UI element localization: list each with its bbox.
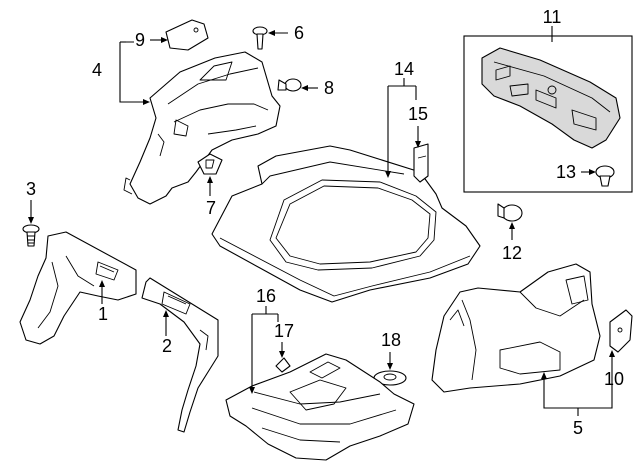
part-4-upper-trim xyxy=(123,51,281,205)
part-2-pillar-trim xyxy=(141,277,219,433)
callout-4: 4 xyxy=(91,60,103,80)
callout-16: 16 xyxy=(255,286,277,306)
part-3-bolt xyxy=(22,224,40,247)
callout-5: 5 xyxy=(572,418,584,438)
callout-6: 6 xyxy=(293,23,305,43)
part-5-right-trim xyxy=(431,263,601,393)
callout-15: 15 xyxy=(407,104,429,124)
part-11-scuff-plate xyxy=(481,47,621,149)
callout-11: 11 xyxy=(542,7,562,27)
part-12-clip xyxy=(497,203,523,222)
part-17-pin xyxy=(275,357,291,373)
leader-lines xyxy=(28,26,615,416)
callout-14: 14 xyxy=(393,59,415,79)
callout-10: 10 xyxy=(603,369,625,389)
callout-2: 2 xyxy=(161,336,173,356)
part-1-left-trim xyxy=(19,231,137,345)
part-10-plate xyxy=(609,309,633,353)
callout-8: 8 xyxy=(323,78,335,98)
part-8-clip xyxy=(277,78,302,92)
callout-3: 3 xyxy=(25,179,37,199)
callout-7: 7 xyxy=(205,198,217,218)
part-6-bolt xyxy=(252,26,268,50)
callout-18: 18 xyxy=(380,330,402,350)
part-15-bracket xyxy=(413,143,429,183)
part-9-cover xyxy=(165,19,209,51)
callout-13: 13 xyxy=(555,162,577,182)
trunk-floor-panel xyxy=(211,145,481,303)
callout-9: 9 xyxy=(134,30,146,50)
part-16-floor-mat xyxy=(225,353,415,461)
callout-12: 12 xyxy=(501,243,523,263)
callout-1: 1 xyxy=(97,304,109,324)
part-11-group-box xyxy=(463,35,633,193)
part-7-retainer xyxy=(197,153,223,175)
part-13-clip xyxy=(595,165,615,187)
callout-17: 17 xyxy=(273,321,295,341)
